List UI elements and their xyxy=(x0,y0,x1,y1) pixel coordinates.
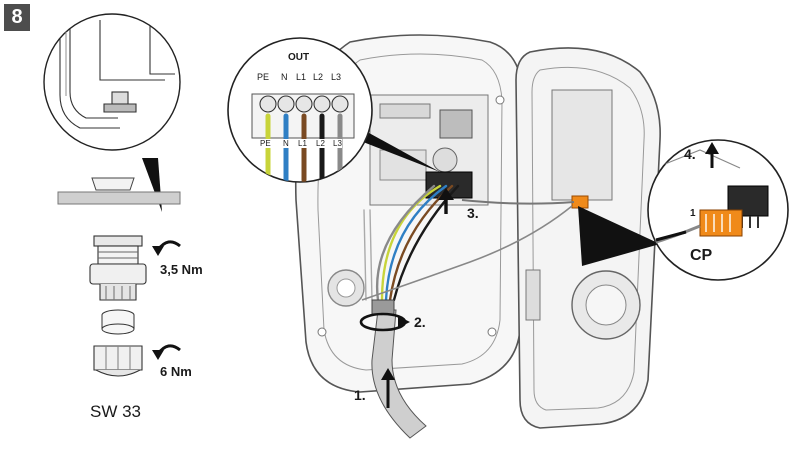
supply-cable xyxy=(371,299,427,439)
terminal-label-top: L3 xyxy=(331,72,342,82)
housing-wall-section xyxy=(57,177,181,205)
terminal-label-bottom: L2 xyxy=(316,139,325,148)
terminal-label-top: PE xyxy=(257,72,270,82)
terminal-label-top: L2 xyxy=(313,72,324,82)
out-label: OUT xyxy=(288,52,310,63)
step-3-label: 3. xyxy=(467,205,479,221)
cp-connector-callout xyxy=(578,139,789,281)
step-2-label: 2. xyxy=(414,314,426,330)
torque-label-lower: 6 Nm xyxy=(160,364,192,379)
terminal-label-bottom: L3 xyxy=(333,139,342,148)
wrench-size-label: SW 33 xyxy=(90,402,142,421)
terminal-label-bottom: PE xyxy=(260,139,271,148)
gland-detail-callout xyxy=(43,13,181,212)
cp-wire xyxy=(461,199,575,205)
terminal-label-top: L1 xyxy=(296,72,307,82)
torque-label-upper: 3,5 Nm xyxy=(160,262,203,277)
terminal-label-bottom: L1 xyxy=(298,139,307,148)
terminal-label-top: N xyxy=(281,72,288,82)
cp-label: CP xyxy=(690,247,713,264)
seal-ring xyxy=(101,309,135,335)
step-1-label: 1. xyxy=(354,387,366,403)
step-badge: 8 xyxy=(4,4,30,31)
cable-gland-body xyxy=(89,235,147,301)
terminal-label-bottom: N xyxy=(283,139,289,148)
cp-pin-number: 1 xyxy=(690,208,696,219)
step-4-label: 4. xyxy=(684,146,696,162)
cap-nut xyxy=(93,345,143,377)
